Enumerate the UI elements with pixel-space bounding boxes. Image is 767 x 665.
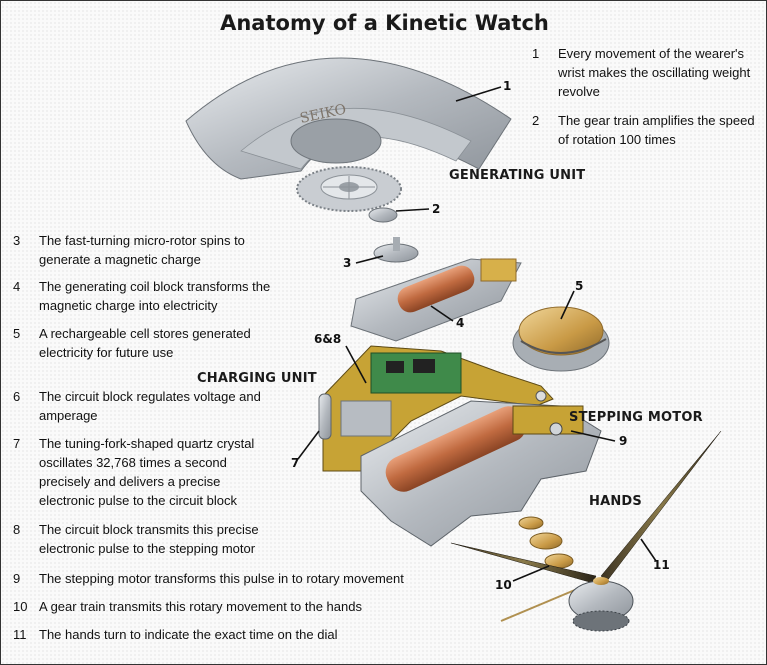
note-1: 1 Every movement of the wearer's wrist m… — [532, 44, 762, 99]
micro-rotor — [373, 237, 419, 263]
gear-train-wheel — [296, 166, 402, 212]
quartz-crystal — [318, 393, 332, 440]
stepping-motor — [360, 400, 602, 547]
page-title: Anatomy of a Kinetic Watch — [220, 11, 549, 35]
callout-6-8: 6&8 — [314, 332, 342, 346]
note-text: A rechargeable cell stores generated ele… — [39, 326, 251, 360]
hand-gear-train — [518, 516, 574, 569]
callout-9: 9 — [619, 434, 628, 448]
note-number: 9 — [13, 571, 21, 586]
note-text: Every movement of the wearer's wrist mak… — [558, 46, 751, 99]
callout-5: 5 — [575, 279, 584, 293]
label-charging-unit: CHARGING UNIT — [197, 371, 317, 386]
gear-pinion — [368, 207, 398, 223]
note-text: The tuning-fork-shaped quartz crystal os… — [39, 436, 255, 508]
rechargeable-cell — [512, 306, 610, 372]
note-number: 11 — [13, 627, 27, 642]
note-number: 7 — [13, 436, 21, 451]
note-text: The circuit block transmits this precise… — [39, 522, 259, 556]
circuit-block — [322, 345, 554, 472]
label-hands: HANDS — [589, 494, 642, 509]
note-number: 8 — [13, 522, 21, 537]
note-text: A gear train transmits this rotary movem… — [39, 599, 362, 614]
note-number: 1 — [532, 46, 540, 61]
callout-10: 10 — [495, 578, 512, 592]
note-text: The circuit block regulates voltage and … — [39, 389, 261, 423]
note-number: 2 — [532, 113, 540, 128]
label-stepping-motor: STEPPING MOTOR — [569, 410, 703, 425]
generating-coil-block — [350, 258, 522, 342]
note-number: 3 — [13, 233, 21, 248]
note-text: The stepping motor transforms this pulse… — [39, 571, 404, 586]
callout-1: 1 — [503, 79, 512, 93]
note-number: 6 — [13, 389, 21, 404]
callout-2: 2 — [432, 202, 441, 216]
note-text: The generating coil block transforms the… — [39, 279, 271, 313]
callout-leaders — [297, 86, 657, 582]
callout-3: 3 — [343, 256, 352, 270]
note-text: The fast-turning micro-rotor spins to ge… — [39, 233, 245, 267]
callout-4: 4 — [456, 316, 465, 330]
note-number: 4 — [13, 279, 21, 294]
callout-11: 11 — [653, 558, 670, 572]
oscillating-weight: SEIKO — [185, 57, 512, 180]
note-text: The hands turn to indicate the exact tim… — [39, 627, 338, 642]
note-2: 2 The gear train amplifies the speed of … — [532, 111, 762, 151]
note-text: The gear train amplifies the speed of ro… — [558, 113, 755, 147]
callout-7: 7 — [291, 456, 300, 470]
label-generating-unit: GENERATING UNIT — [449, 168, 586, 183]
watch-hands — [450, 430, 722, 632]
note-number: 5 — [13, 326, 21, 341]
note-number: 10 — [13, 599, 28, 614]
